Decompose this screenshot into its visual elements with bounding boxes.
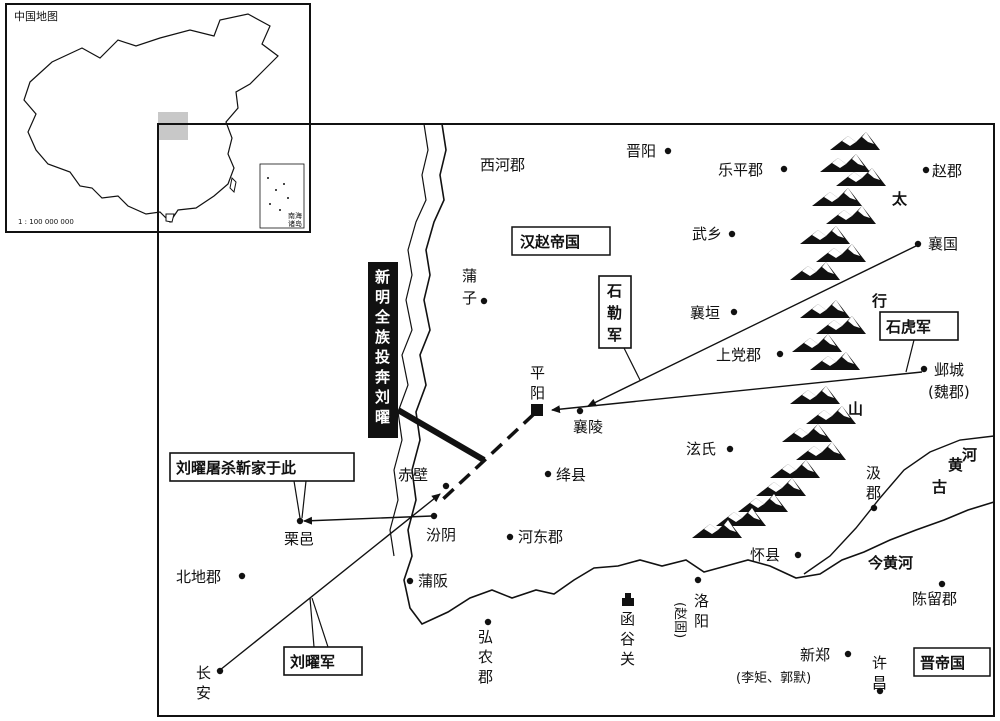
route-fenyin-liyi bbox=[303, 515, 433, 525]
army-shile-3: 军 bbox=[607, 326, 622, 344]
city-ji-2: 郡 bbox=[866, 484, 881, 502]
city-xianshi: 泫氏 bbox=[686, 440, 716, 458]
city-xuchang-2: 昌 bbox=[872, 674, 887, 692]
taihang-mountains bbox=[692, 132, 886, 538]
ancient-yellow-river bbox=[803, 435, 995, 575]
city-pingyang-2: 阳 bbox=[530, 384, 545, 402]
city-xinzheng: 新郑 bbox=[800, 646, 830, 664]
xinming-4: 族 bbox=[375, 328, 391, 346]
south-sea-box bbox=[259, 163, 305, 229]
xinming-3: 全 bbox=[374, 308, 391, 326]
river-label-jin-huanghe: 今黄河 bbox=[867, 554, 913, 572]
yellow-river bbox=[403, 123, 995, 625]
army-label-liuyao: 刘曜军 bbox=[283, 597, 363, 676]
city-xiangguo: 襄国 bbox=[928, 235, 958, 253]
main-map-frame bbox=[157, 123, 995, 717]
south-sea-label-2: 诸岛 bbox=[288, 219, 302, 228]
army-label-shile: 石 勒 军 bbox=[598, 275, 641, 381]
city-weijun: (魏郡) bbox=[928, 383, 970, 401]
hainan-island bbox=[165, 213, 175, 223]
city-xiangling: 襄陵 bbox=[573, 418, 603, 436]
mountain-label-hang: 行 bbox=[871, 292, 887, 310]
city-fenyin: 汾阴 bbox=[426, 526, 456, 544]
china-outline bbox=[23, 13, 279, 223]
annotation-xinming: 新 明 全 族 投 奔 刘 曜 bbox=[368, 262, 486, 463]
city-changan-2: 安 bbox=[196, 684, 211, 702]
city-liyi: 栗邑 bbox=[284, 530, 314, 548]
inset-scale: 1 : 100 000 000 bbox=[18, 218, 74, 226]
city-lijugoumo: (李矩、郭默) bbox=[736, 670, 811, 686]
xinming-6: 奔 bbox=[374, 368, 391, 386]
city-hangu-3: 关 bbox=[620, 650, 635, 668]
city-zhao: 赵郡 bbox=[932, 162, 962, 180]
city-luoyang-1: 洛 bbox=[694, 592, 709, 610]
xinming-8: 曜 bbox=[375, 408, 390, 426]
south-sea-label-1: 南海 bbox=[288, 211, 302, 220]
city-huaixian: 怀县 bbox=[750, 546, 780, 564]
inset-title: 中国地图 bbox=[14, 10, 58, 23]
city-xihe: 西河郡 bbox=[480, 156, 525, 174]
city-luoyang-2: 阳 bbox=[694, 612, 709, 630]
city-puban: 蒲阪 bbox=[418, 572, 448, 590]
city-zhaogu: (赵固) bbox=[672, 602, 687, 638]
hangu-pass-marker bbox=[622, 593, 634, 606]
army-label-shihu: 石虎军 bbox=[879, 311, 959, 373]
yellow-river-bank bbox=[389, 123, 429, 557]
city-ji-1: 汲 bbox=[866, 464, 881, 482]
city-puzi-1: 蒲 bbox=[462, 267, 477, 285]
city-hangu-2: 谷 bbox=[620, 630, 635, 648]
city-chenliu: 陈留郡 bbox=[912, 590, 957, 608]
city-jiangxian: 绛县 bbox=[556, 466, 586, 484]
mountain-label-tai: 太 bbox=[892, 190, 908, 208]
mountain-label-shan: 山 bbox=[848, 400, 863, 418]
city-shangdang: 上党郡 bbox=[716, 346, 761, 364]
city-hongnong-2: 农 bbox=[478, 648, 493, 666]
xinming-1: 新 bbox=[375, 268, 390, 286]
city-beidi: 北地郡 bbox=[176, 568, 221, 586]
river-label-gu: 古 bbox=[932, 478, 947, 496]
south-sea-islands bbox=[267, 177, 289, 211]
city-wuxiang: 武乡 bbox=[692, 225, 722, 243]
city-pingyang-1: 平 bbox=[530, 364, 545, 382]
region-label-jin: 晋帝国 bbox=[920, 654, 965, 672]
route-shile bbox=[587, 245, 917, 407]
city-hongnong-3: 郡 bbox=[478, 668, 493, 686]
city-changan-1: 长 bbox=[196, 664, 211, 682]
city-hedong: 河东郡 bbox=[518, 528, 563, 546]
city-xiangyuan: 襄垣 bbox=[690, 304, 720, 322]
route-shihu bbox=[551, 371, 923, 414]
xinming-5: 投 bbox=[375, 348, 390, 366]
army-shihu-text: 石虎军 bbox=[885, 318, 931, 336]
xinming-7: 刘 bbox=[375, 388, 390, 406]
pingyang-capital-marker bbox=[531, 404, 543, 416]
route-jinming-flight bbox=[440, 412, 536, 502]
army-shile-2: 勒 bbox=[607, 304, 622, 322]
army-liuyao-text: 刘曜军 bbox=[290, 653, 335, 671]
massacre-text: 刘曜屠杀靳家于此 bbox=[176, 459, 296, 477]
region-box-jin bbox=[913, 647, 991, 677]
river-label-huang: 黄 bbox=[948, 456, 963, 474]
route-liuyao bbox=[219, 493, 441, 671]
city-hangu-1: 函 bbox=[620, 610, 635, 628]
city-leping: 乐平郡 bbox=[718, 161, 763, 179]
army-shile-1: 石 bbox=[606, 282, 622, 300]
region-highlight bbox=[158, 112, 188, 140]
xinming-2: 明 bbox=[375, 288, 390, 306]
city-yecheng: 邺城 bbox=[934, 361, 964, 379]
river-label-he: 河 bbox=[962, 446, 977, 464]
taiwan-island bbox=[229, 176, 237, 194]
annotation-liuyao-massacre: 刘曜屠杀靳家于此 bbox=[169, 452, 355, 519]
city-chibi: 赤壁 bbox=[398, 466, 428, 484]
region-box-hanzhao bbox=[511, 226, 611, 256]
city-hongnong-1: 弘 bbox=[478, 628, 493, 646]
city-jinyang: 晋阳 bbox=[626, 142, 656, 160]
region-label-hanzhao: 汉赵帝国 bbox=[520, 233, 580, 251]
city-xuchang-1: 许 bbox=[872, 654, 887, 672]
city-puzi-2: 子 bbox=[462, 289, 477, 307]
city-dots bbox=[216, 147, 946, 695]
